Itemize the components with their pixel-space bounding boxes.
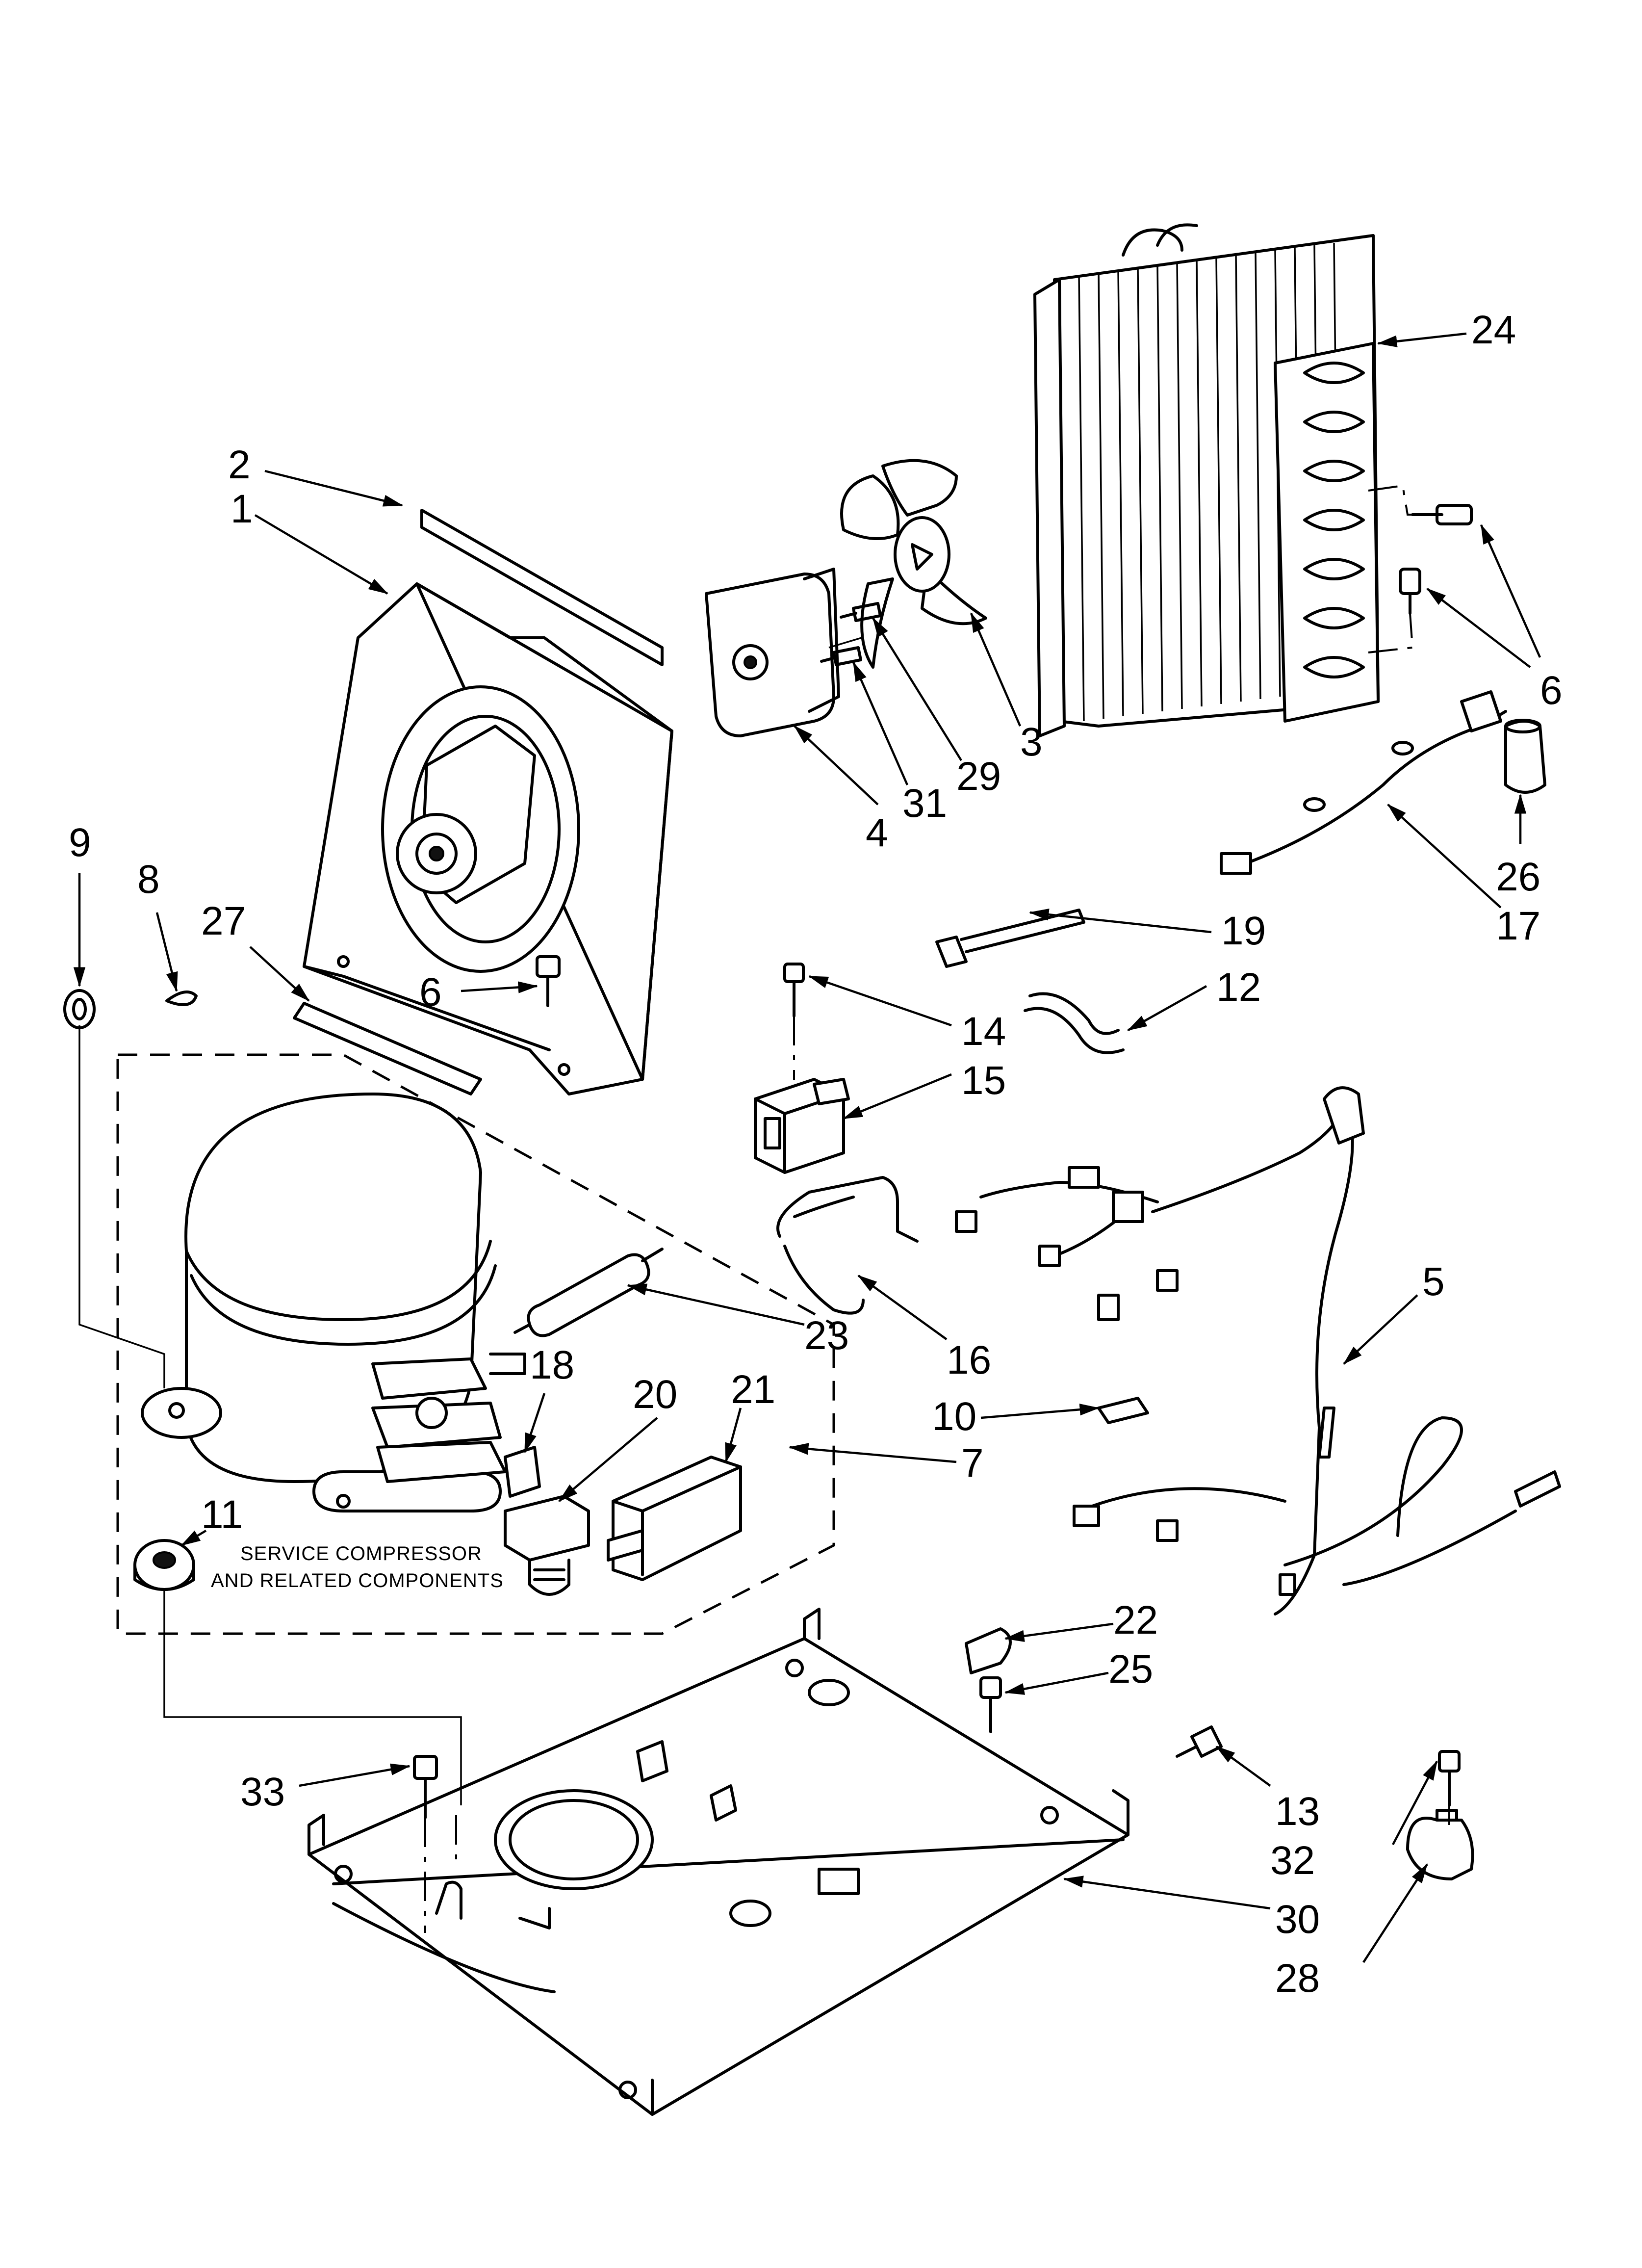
callout-10: 10	[932, 1394, 976, 1439]
callout-27: 27	[201, 899, 246, 943]
grommet-top	[63, 989, 96, 1029]
callout-14: 14	[961, 1009, 1006, 1054]
callout-1: 1	[231, 487, 253, 531]
callout-2: 2	[228, 443, 251, 487]
tube-assembly	[776, 1176, 919, 1315]
grommet-bottom	[133, 1539, 195, 1591]
solenoid-valve	[754, 1078, 850, 1174]
fan-blade	[840, 459, 987, 669]
wiring-harness	[955, 1086, 1561, 1616]
callout-5: 5	[1422, 1259, 1445, 1304]
callout-6-left: 6	[419, 970, 442, 1015]
electrical-box	[607, 1456, 742, 1581]
clamp	[965, 1627, 1012, 1674]
fan-shroud	[303, 582, 673, 1095]
service-compressor-box	[116, 1053, 835, 1635]
callout-23: 23	[804, 1313, 849, 1358]
callout-11: 11	[201, 1492, 243, 1537]
condenser-screws	[1368, 484, 1473, 653]
sensor-harness	[1220, 690, 1507, 875]
callout-9: 9	[69, 820, 91, 865]
callout-7: 7	[961, 1441, 984, 1486]
motor-screws	[820, 602, 882, 666]
clip	[165, 991, 198, 1006]
shroud-screw	[536, 955, 561, 1007]
shroud-gasket-strip	[420, 509, 664, 666]
callout-28: 28	[1275, 1956, 1320, 2001]
callout-8: 8	[137, 857, 160, 902]
callout-22: 22	[1113, 1598, 1158, 1642]
callout-16: 16	[947, 1338, 991, 1382]
start-relay	[504, 1495, 590, 1596]
cap	[1504, 719, 1546, 794]
callout-29: 29	[956, 754, 1001, 799]
leader-lines	[73, 332, 1541, 1963]
callout-19: 19	[1221, 909, 1266, 953]
callout-30: 30	[1275, 1897, 1320, 1942]
callout-25: 25	[1108, 1647, 1153, 1692]
callout-24: 24	[1471, 308, 1516, 352]
callout-17: 17	[1496, 904, 1540, 948]
callout-15: 15	[961, 1058, 1006, 1103]
base-screw-left	[413, 1755, 438, 1819]
compressor	[141, 1093, 526, 1512]
tubing	[1024, 992, 1125, 1054]
valve-screw	[783, 963, 805, 1080]
base-pan	[308, 1608, 1129, 2116]
callout-32: 32	[1270, 1838, 1315, 1883]
clip-screw	[1438, 1750, 1461, 1807]
tie-strap	[935, 909, 1085, 968]
callout-18: 18	[530, 1343, 574, 1387]
callout-4: 4	[866, 810, 888, 855]
base-strip	[293, 1002, 482, 1095]
service-note-line2: AND RELATED COMPONENTS	[211, 1570, 504, 1591]
callout-3: 3	[1020, 720, 1043, 764]
callout-21: 21	[731, 1367, 775, 1412]
harness-clip	[1097, 1397, 1149, 1424]
clamp-screw	[979, 1676, 1002, 1733]
callout-20: 20	[633, 1372, 677, 1417]
callout-labels: 2 1 3 29 31 4 24 6 26 17 19 12 14 15 5 1…	[69, 308, 1563, 2001]
callout-33: 33	[240, 1770, 285, 1814]
callout-31: 31	[902, 781, 947, 826]
assembly-lines	[78, 1025, 1450, 1933]
base-screw-front	[1176, 1725, 1223, 1758]
fan-motor	[705, 568, 878, 737]
relay-clip	[504, 1446, 541, 1498]
callout-6-right: 6	[1540, 668, 1563, 713]
callout-12: 12	[1216, 965, 1261, 1010]
filter-drier	[513, 1248, 664, 1337]
callout-13: 13	[1275, 1789, 1320, 1834]
condenser	[1033, 223, 1380, 737]
service-note-line1: SERVICE COMPRESSOR	[240, 1543, 482, 1564]
callout-26: 26	[1496, 855, 1540, 899]
cord-clip	[1406, 1809, 1474, 1880]
